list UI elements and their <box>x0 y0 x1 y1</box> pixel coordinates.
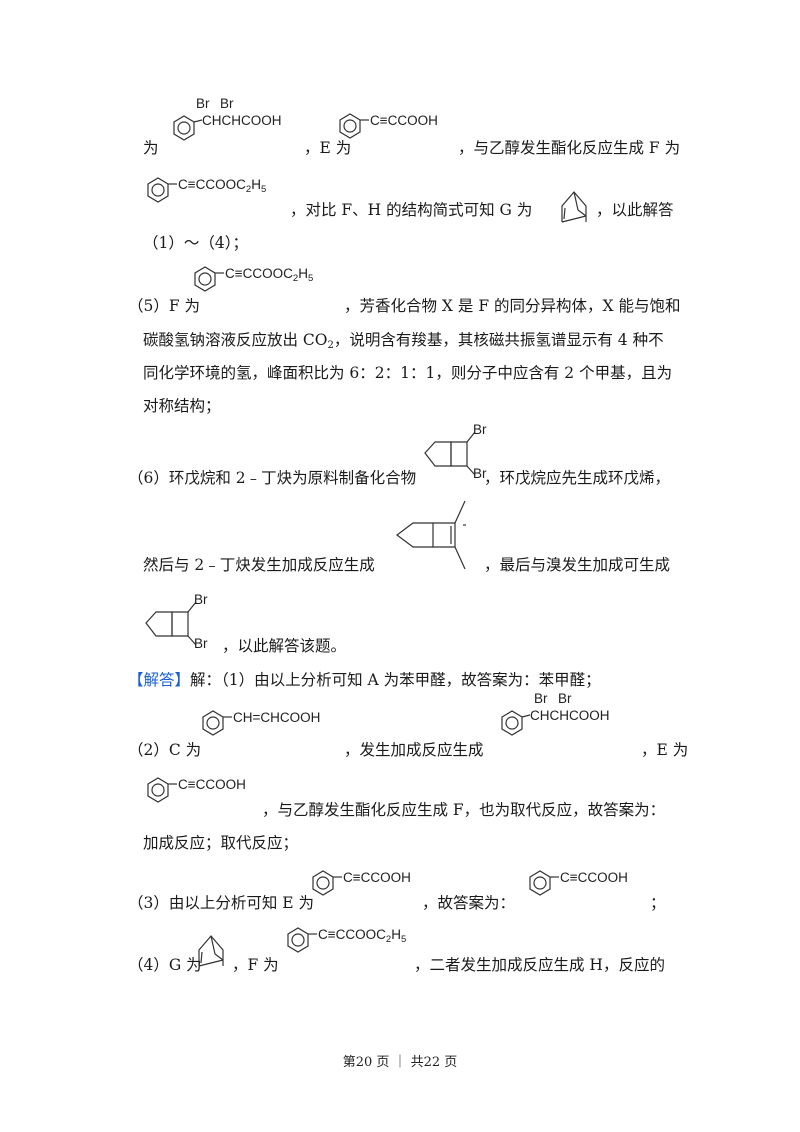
p1-b: ，E 为 <box>304 139 352 157</box>
p3-a: （1）～（4）； <box>143 234 248 252</box>
answer-line-1: 【解答】解：（1）由以上分析可知 A 为苯甲醛，故答案为：苯甲醛； <box>128 671 601 689</box>
br-label-2: Br <box>220 96 234 111</box>
bicyclic-g-structure-2 <box>198 935 224 967</box>
q2-b: ，发生加成反应生成 <box>344 741 484 759</box>
dibromo-acid-structure: Br Br CHCHCOOH <box>173 96 282 141</box>
p2-a: ，对比 F、H 的结构简式可知 G 为 <box>290 201 533 219</box>
p5-e: 对称结构； <box>143 397 221 415</box>
alkyne-acid-structure-4: C≡CCOOH <box>529 870 628 896</box>
p6-d: ，最后与溴发生加成可生成 <box>484 556 671 574</box>
svg-text:Br: Br <box>558 691 572 706</box>
svg-text:C≡CCOOH: C≡CCOOH <box>178 777 246 792</box>
q2-a: （2）C 为 <box>128 741 202 759</box>
svg-text:C≡CCOOC2H5: C≡CCOOC2H5 <box>225 266 313 284</box>
p2-b: ，以此解答 <box>596 201 674 219</box>
ester-structure-1: C≡CCOOC2H5 <box>147 177 266 203</box>
dibromo-acid-structure-2: Br Br CHCHCOOH <box>501 691 610 736</box>
ester-formula: C≡CCOOC <box>178 177 246 192</box>
svg-text:CHCHCOOH: CHCHCOOH <box>530 708 610 723</box>
p5-b: ，芳香化合物 X 是 F 的同分异构体，X 能与饱和 <box>344 297 681 315</box>
p1-c: ，与乙醇发生酯化反应生成 F 为 <box>458 139 681 157</box>
ester-structure-2: C≡CCOOC2H5 <box>194 266 313 292</box>
alkyne-acid-structure: C≡CCOOH <box>339 113 438 139</box>
q2-e: 加成反应；取代反应； <box>143 834 299 852</box>
q3-b: ，故答案为： <box>422 894 516 912</box>
q2-c: ，E 为 <box>641 741 689 759</box>
ester-structure-3: C≡CCOOC2H5 <box>287 927 406 953</box>
p5-a: （5）F 为 <box>128 297 201 315</box>
bicyclic-g-structure <box>561 191 587 223</box>
p6-a: （6）环戊烷和 2﹣丁炔为原料制备化合物 <box>128 469 417 487</box>
svg-text:C≡CCOOH: C≡CCOOH <box>560 870 628 885</box>
q4-b: ，F 为 <box>232 956 279 974</box>
p6-c: 然后与 2﹣丁炔发生加成反应生成 <box>143 556 375 574</box>
p6-e: ，以此解答该题。 <box>222 637 347 655</box>
alkene-acid-structure: CH=CHCOOH <box>202 710 320 736</box>
svg-text:Br: Br <box>194 592 208 607</box>
q3-a: （3）由以上分析可知 E 为 <box>128 894 315 912</box>
svg-text:Br: Br <box>473 422 487 437</box>
svg-text:Br: Br <box>473 466 487 481</box>
alkyne-acid-formula: C≡CCOOH <box>370 113 438 128</box>
p6-b: ，环戊烷应先生成环戊烯， <box>484 469 671 487</box>
p1-a: 为 <box>143 139 159 157</box>
answer-tag: 【解答】 <box>128 671 191 689</box>
page-footer: 第20 页 ｜ 共22 页 <box>342 1055 458 1070</box>
svg-text:Br: Br <box>534 691 548 706</box>
q2-d: ，与乙醇发生酯化反应生成 F，也为取代反应，故答案为： <box>262 801 666 819</box>
q4-c: ，二者发生加成反应生成 H，反应的 <box>414 956 665 974</box>
cycloadduct-structure <box>396 500 466 570</box>
q3-c: ； <box>650 894 666 912</box>
svg-text:Br: Br <box>194 636 208 651</box>
alkyne-acid-structure-2: C≡CCOOH <box>147 777 246 803</box>
p5-d: 同化学环境的氢，峰面积比为 6：2：1：1，则分子中应含有 2 个甲基，且为 <box>143 364 673 382</box>
svg-text:C≡CCOOC2H5: C≡CCOOC2H5 <box>318 927 406 945</box>
svg-text:C≡CCOOC2H5: C≡CCOOC2H5 <box>178 177 266 195</box>
q4-a: （4）G 为 <box>128 956 202 974</box>
p5-c: 碳酸氢钠溶液反应放出 CO2，说明含有羧基，其核磁共振氢谱显示有 4 种不 <box>143 331 664 351</box>
dibromo-formula: CHCHCOOH <box>202 113 282 128</box>
svg-text:CH=CHCOOH: CH=CHCOOH <box>233 710 320 725</box>
svg-text:C≡CCOOH: C≡CCOOH <box>343 870 411 885</box>
alkyne-acid-structure-3: C≡CCOOH <box>312 870 411 896</box>
br-label-1: Br <box>196 96 210 111</box>
